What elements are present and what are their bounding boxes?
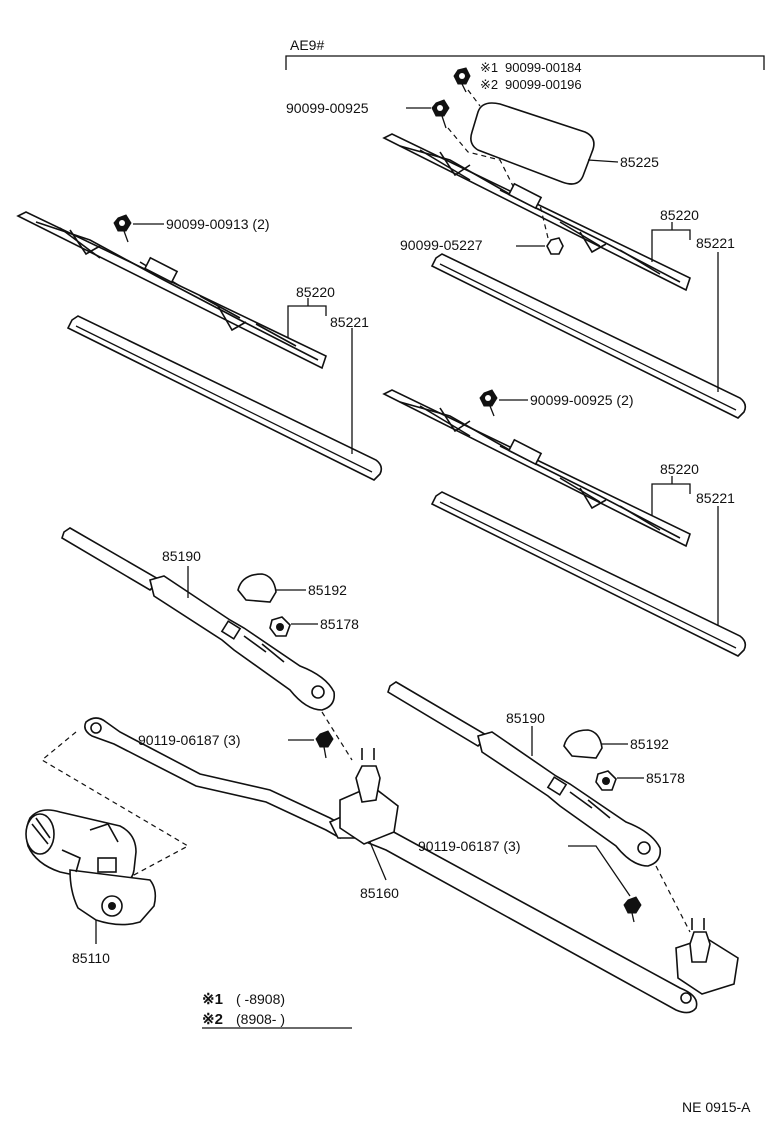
part-label-85220-left: 85220 [296, 284, 335, 300]
blade-rubber-top-right [430, 253, 747, 419]
bolt-00925-top-icon [431, 99, 450, 129]
nut-05227-icon [546, 237, 564, 255]
bolt-00925-mid-icon [479, 389, 498, 417]
bolt-06187-left-icon [315, 730, 334, 759]
bracket-85220-85221-left: 85220 85221 [287, 284, 369, 454]
wiper-arm-left [61, 527, 336, 711]
part-label-90119-06187-right: 90119-06187 (3) [418, 838, 520, 854]
footnote-mark-2: ※2 [480, 77, 498, 92]
part-label-85190-left: 85190 [162, 548, 201, 564]
legend-mark-1: ※1 [202, 991, 223, 1008]
blade-frame-mid-right [382, 389, 691, 548]
part-label-85221-top-right: 85221 [696, 235, 735, 251]
part-label-90099-00184: 90099-00184 [505, 60, 582, 75]
date-legend: ※1 ( -8908) ※2 (8908- ) [202, 991, 352, 1029]
part-label-85190-right: 85190 [506, 710, 545, 726]
part-label-85220-top-right: 85220 [660, 207, 699, 223]
blade-rubber-mid-right [430, 491, 747, 657]
bracket-85220-85221-top-right: 85220 85221 [651, 207, 735, 392]
part-label-90099-00925-mid: 90099-00925 (2) [530, 392, 634, 408]
legend-mark-2: ※2 [202, 1011, 223, 1028]
part-label-85225: 85225 [620, 154, 659, 170]
blade-frame-left [16, 211, 327, 370]
bracket-85220-85221-mid-right: 85220 85221 [651, 461, 735, 626]
nut-85178-left-icon [269, 616, 291, 637]
cap-85192-left-icon [237, 573, 277, 603]
wiper-arm-right [387, 681, 662, 867]
spoiler-85225 [470, 102, 595, 185]
blade-rubber-left [66, 315, 383, 481]
drawing-code: NE 0915-A [682, 1099, 751, 1115]
legend-range-2: (8908- ) [236, 1011, 285, 1027]
bolt-06187-right-icon [623, 896, 642, 923]
part-label-85160: 85160 [360, 885, 399, 901]
part-label-85178-right: 85178 [646, 770, 685, 786]
part-label-85221-mid-right: 85221 [696, 490, 735, 506]
cap-85192-right-icon [563, 729, 603, 759]
wiper-linkage-85160 [84, 717, 739, 1014]
part-label-85192-right: 85192 [630, 736, 669, 752]
nut-85178-right-icon [595, 770, 617, 791]
part-label-85220-mid-right: 85220 [660, 461, 699, 477]
part-label-90099-05227: 90099-05227 [400, 237, 483, 253]
group-label: AE9# [290, 37, 324, 53]
part-label-90099-00925-top: 90099-00925 [286, 100, 369, 116]
part-label-85192-left: 85192 [308, 582, 347, 598]
part-label-85221-left: 85221 [330, 314, 369, 330]
bolt-00913-icon [113, 214, 132, 243]
blade-frame-top-right [382, 133, 691, 292]
ae9-group-bracket: AE9# [285, 37, 765, 70]
part-label-90099-00913: 90099-00913 (2) [166, 216, 270, 232]
part-label-85178-left: 85178 [320, 616, 359, 632]
footnote-mark-1: ※1 [480, 60, 498, 75]
legend-range-1: ( -8908) [236, 991, 285, 1007]
wiper-motor-85110 [25, 809, 157, 926]
bolt-00184-icon [453, 67, 471, 93]
part-label-85110: 85110 [72, 950, 110, 966]
part-label-90099-00196: 90099-00196 [505, 77, 582, 92]
part-label-90119-06187-left: 90119-06187 (3) [138, 732, 240, 748]
